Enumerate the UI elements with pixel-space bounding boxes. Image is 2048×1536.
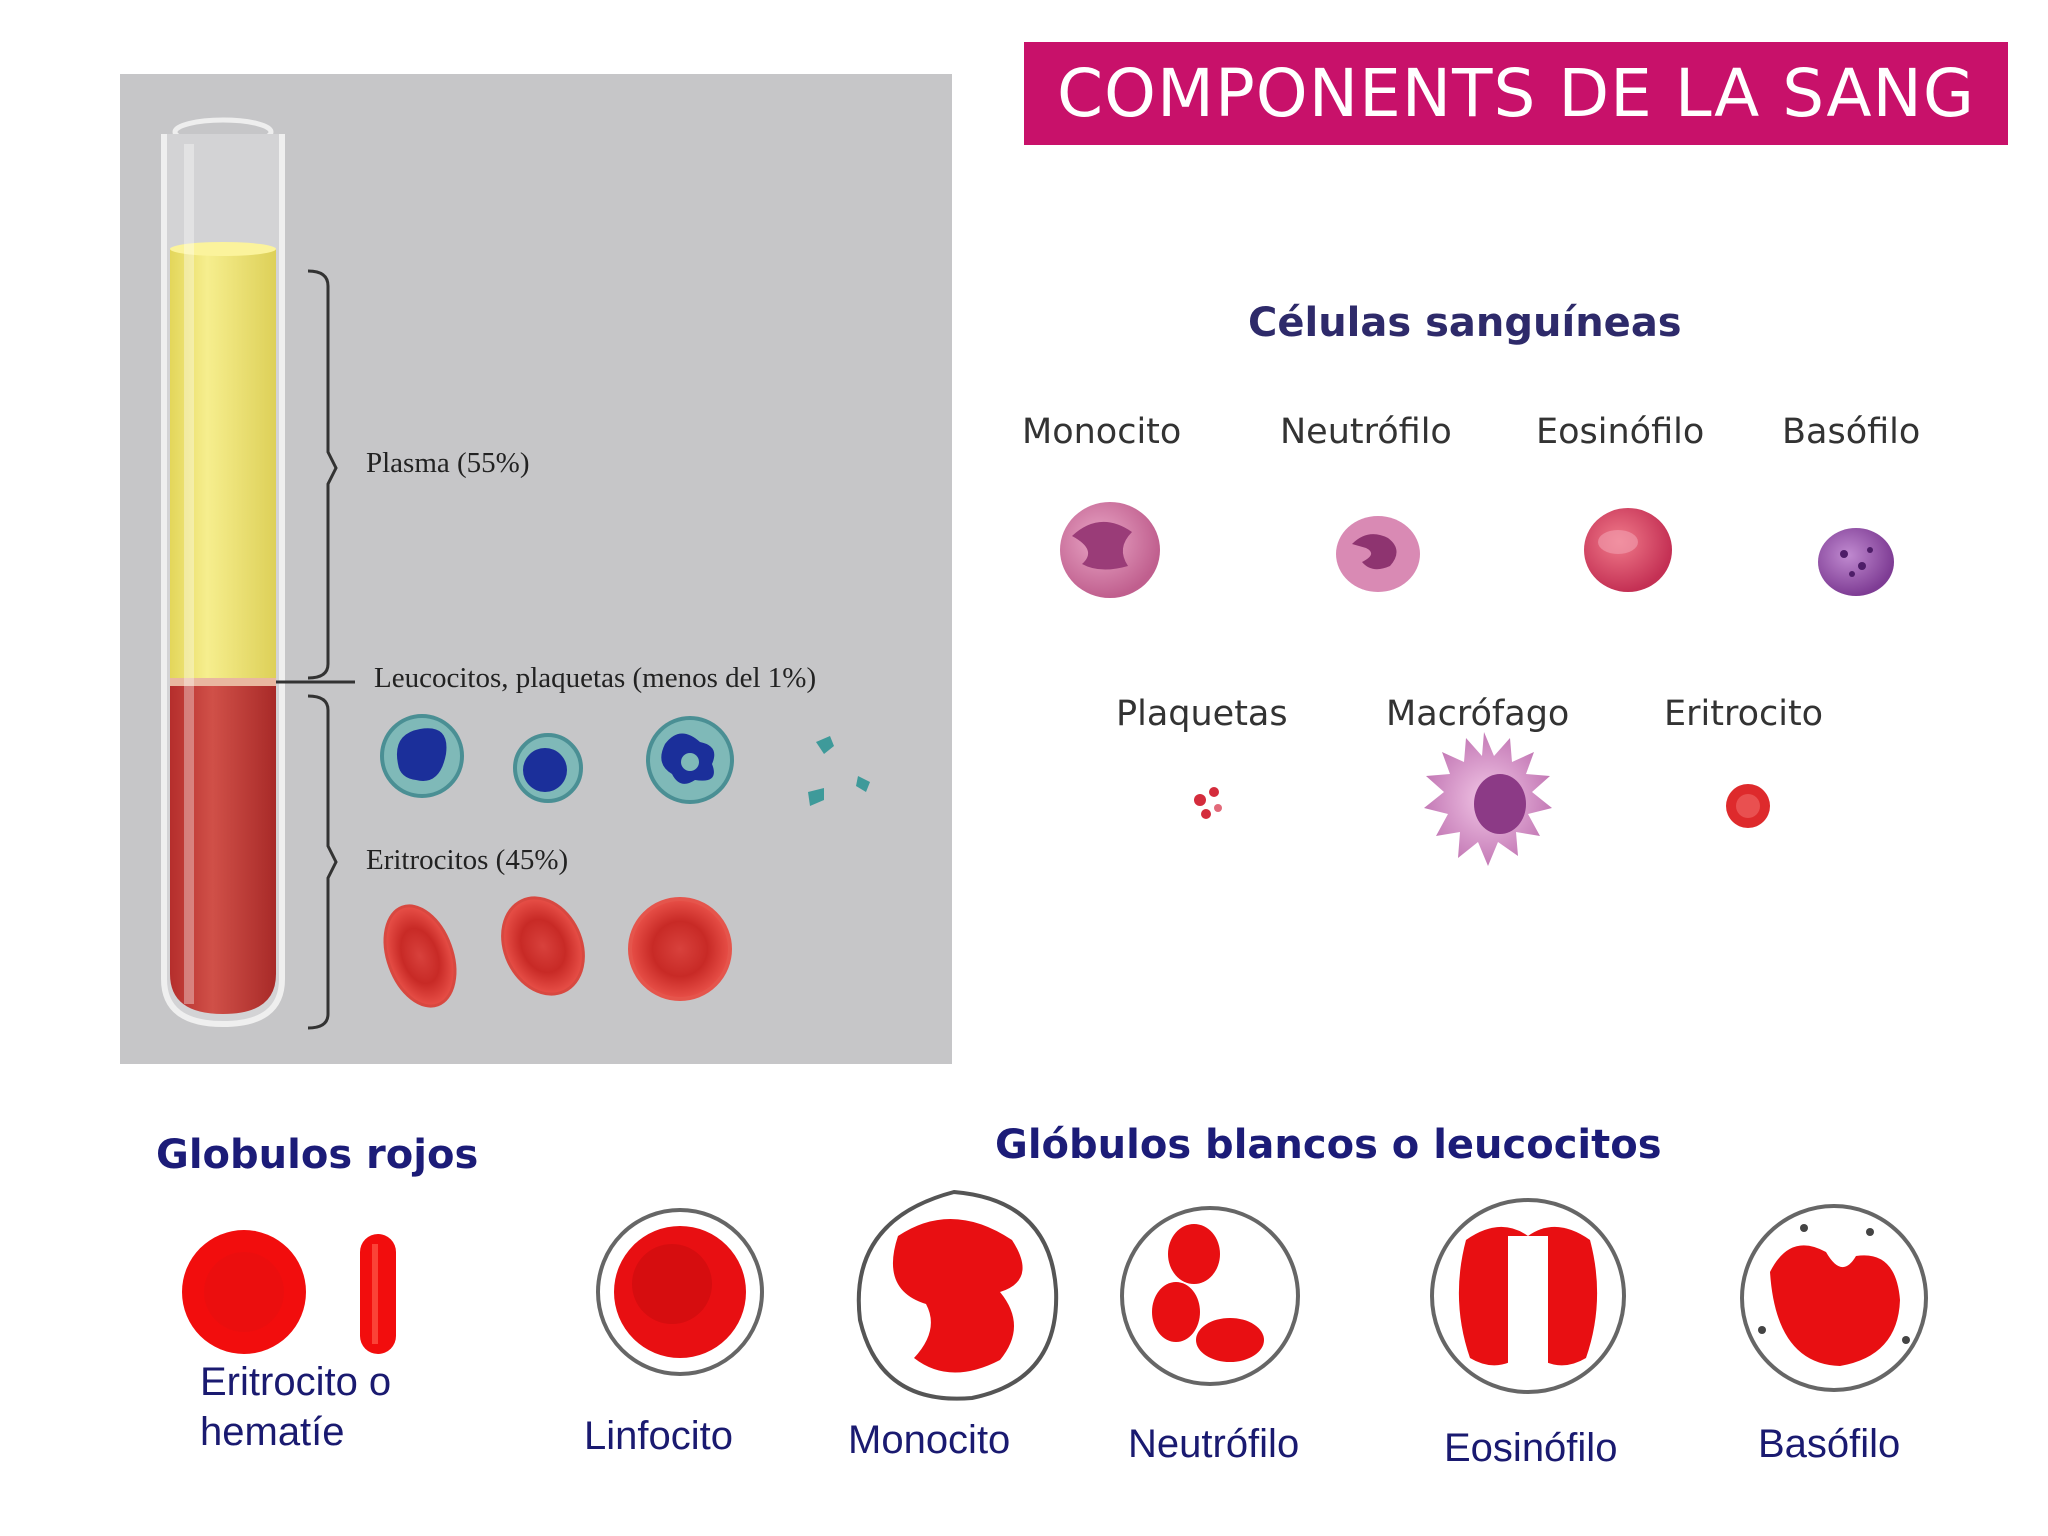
monocyte-cell-large — [856, 1189, 1059, 1401]
label-plaquetas: Plaquetas — [1116, 694, 1288, 734]
monocyte-cell — [1060, 502, 1160, 598]
blood-cells-illustrations — [1060, 502, 1894, 866]
neutrophil-cell-large — [1120, 1206, 1300, 1386]
basophil-cell — [1818, 528, 1894, 596]
wbc-label-basofilo: Basófilo — [1758, 1422, 1901, 1466]
platelets-cell — [1194, 787, 1222, 819]
lymphocyte-cell — [596, 1208, 764, 1376]
test-tube-illustration — [161, 117, 870, 1030]
neutrophil-cell — [1336, 516, 1420, 592]
leukocytes-platelets-label: Leucocitos, plaquetas (menos del 1%) — [374, 662, 817, 694]
erythrocyte-cells — [383, 896, 732, 1008]
blood-cells-heading: Células sanguíneas — [1248, 300, 1682, 346]
macrophage-cell — [1424, 732, 1552, 866]
red-cell-label-line1: Eritrocito o — [200, 1360, 392, 1404]
label-neutrofilo: Neutrófilo — [1280, 412, 1452, 452]
red-cells-heading: Globulos rojos — [156, 1132, 479, 1178]
eosinophil-cell — [1584, 508, 1672, 592]
erythrocytes-label: Eritrocitos (45%) — [366, 844, 569, 876]
wbc-label-linfocito: Linfocito — [584, 1414, 733, 1458]
test-tube — [161, 117, 285, 1028]
plasma-label: Plasma (55%) — [366, 447, 530, 479]
white-cell-illustrations — [596, 1189, 1928, 1401]
erythrocyte-cell — [1726, 784, 1770, 828]
wbc-label-monocito: Monocito — [848, 1418, 1011, 1462]
test-tube-panel: Plasma (55%) Leucocitos, plaquetas (meno… — [120, 74, 952, 1064]
basophil-cell-large — [1740, 1204, 1928, 1392]
label-macrofago: Macrófago — [1386, 694, 1570, 734]
leukocyte-cells — [380, 714, 734, 804]
title-banner: COMPONENTS DE LA SANG — [1024, 42, 2008, 145]
label-eritrocito: Eritrocito — [1664, 694, 1824, 734]
label-monocito: Monocito — [1022, 412, 1182, 452]
red-cell-illustrations — [182, 1230, 396, 1354]
platelet-cells — [808, 736, 870, 806]
page-title: COMPONENTS DE LA SANG — [1056, 55, 1976, 132]
wbc-label-neutrofilo: Neutrófilo — [1128, 1422, 1300, 1466]
red-cell-label-line2: hematíe — [200, 1410, 345, 1454]
label-basofilo: Basófilo — [1782, 412, 1921, 452]
eosinophil-cell-large — [1430, 1198, 1626, 1394]
white-cells-heading: Glóbulos blancos o leucocitos — [995, 1122, 1662, 1168]
label-eosinofilo: Eosinófilo — [1536, 412, 1705, 452]
wbc-label-eosinofilo: Eosinófilo — [1444, 1426, 1618, 1470]
